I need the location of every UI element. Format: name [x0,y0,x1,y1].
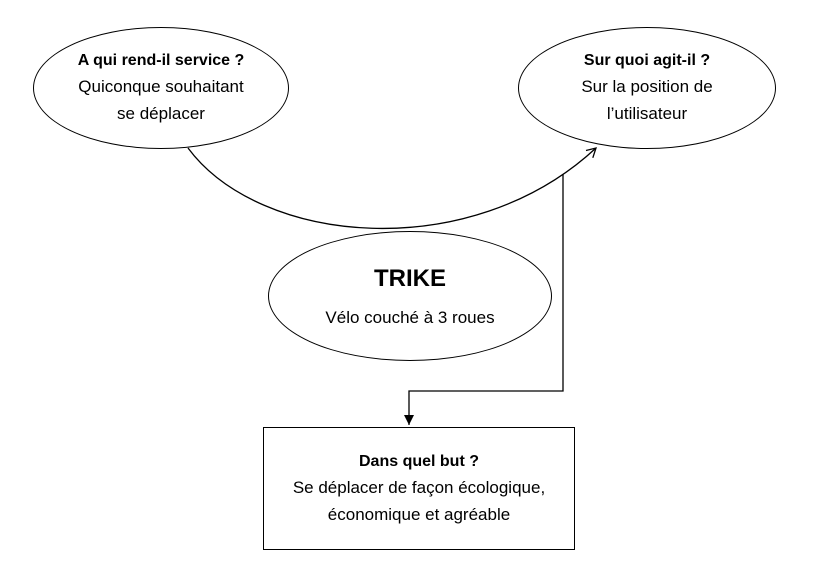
node-purpose-line-2: économique et agréable [327,504,511,524]
node-service-title: A qui rend-il service ? [77,52,245,69]
node-service-line-1: Quiconque souhaitant [78,77,244,96]
node-service: A qui rend-il service ? Quiconque souhai… [33,27,289,149]
node-purpose-line-1: Se déplacer de façon écologique, [292,477,546,497]
elbow-connector [404,174,564,425]
arc-connector [187,147,597,230]
node-product-subtitle: Vélo couché à 3 roues [325,307,495,327]
node-product-title: TRIKE [374,264,446,292]
node-acts-on-line-1: Sur la position de [581,77,713,96]
node-purpose-title: Dans quel but ? [359,452,479,470]
node-product: TRIKE Vélo couché à 3 roues [268,231,552,361]
node-purpose: Dans quel but ? Se déplacer de façon éco… [263,427,575,550]
node-acts-on-line-2: l’utilisateur [606,104,688,123]
node-service-line-2: se déplacer [117,104,205,123]
node-acts-on-title: Sur quoi agit-il ? [583,52,711,69]
node-acts-on: Sur quoi agit-il ? Sur la position de l’… [518,27,776,149]
